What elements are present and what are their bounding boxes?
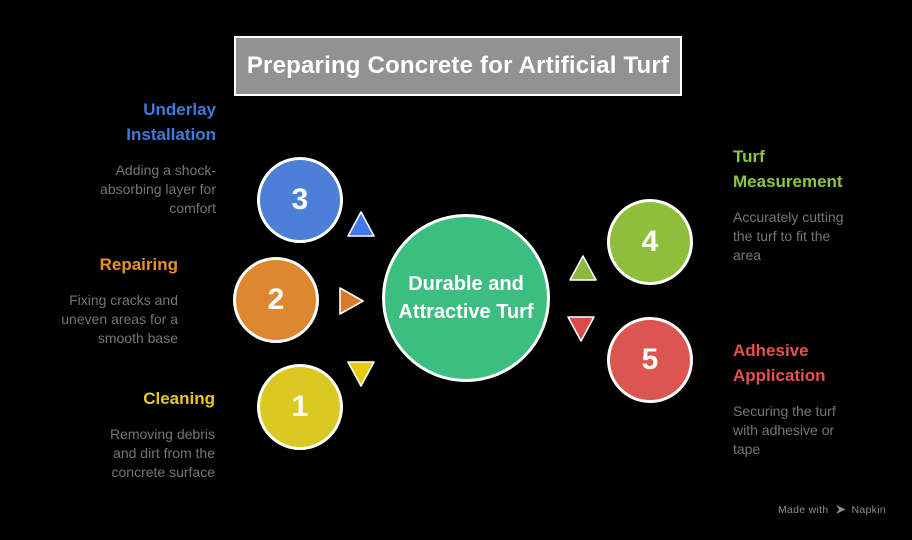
step-repairing-description: Fixing cracks and uneven areas for a smo… xyxy=(61,292,178,346)
step-circle-2: 2 xyxy=(233,257,319,343)
hub-circle: Durable and Attractive Turf xyxy=(382,214,550,382)
arrow-down-icon xyxy=(347,361,375,387)
step-turf-measurement-text: Turf Measurement Accurately cutting the … xyxy=(733,144,851,265)
step-circle-1: 1 xyxy=(257,364,343,450)
step-underlay-heading: Underlay Installation xyxy=(126,100,216,144)
step-adhesive-heading: Adhesive Application xyxy=(733,341,826,385)
step-cleaning-heading: Cleaning xyxy=(143,389,215,408)
title-bar: Preparing Concrete for Artificial Turf xyxy=(234,36,682,96)
step-turf-measurement-heading: Turf Measurement xyxy=(733,147,843,191)
step-number-2: 2 xyxy=(267,283,285,316)
arrow-up-icon xyxy=(569,255,597,281)
arrow-up-icon xyxy=(347,211,375,237)
step-cleaning-description: Removing debris and dirt from the concre… xyxy=(109,426,215,480)
step-cleaning-text: Cleaning Removing debris and dirt from t… xyxy=(89,386,215,482)
step-number-1: 1 xyxy=(291,390,309,423)
step-circle-5: 5 xyxy=(607,317,693,403)
arrow-down-icon xyxy=(567,316,595,342)
pen-nib-icon xyxy=(835,504,846,515)
step-underlay-description: Adding a shock-absorbing layer for comfo… xyxy=(100,162,216,216)
step-adhesive-text: Adhesive Application Securing the turf w… xyxy=(733,338,853,459)
napkin-credit: Made with Napkin xyxy=(778,503,886,516)
step-repairing-heading: Repairing xyxy=(99,255,178,274)
step-circle-3: 3 xyxy=(257,157,343,243)
page-title: Preparing Concrete for Artificial Turf xyxy=(246,52,670,79)
made-with-label: Made with xyxy=(777,503,829,516)
step-number-5: 5 xyxy=(641,343,659,376)
step-number-3: 3 xyxy=(291,183,309,216)
brand-label: Napkin xyxy=(851,503,886,516)
arrow-right-icon xyxy=(339,287,364,315)
hub-label: Durable and Attractive Turf xyxy=(398,273,534,323)
step-number-4: 4 xyxy=(641,225,659,258)
step-turf-measurement-description: Accurately cutting the turf to fit the a… xyxy=(733,209,844,263)
step-adhesive-description: Securing the turf with adhesive or tape xyxy=(733,403,836,457)
step-underlay-text: Underlay Installation Adding a shock-abs… xyxy=(81,97,216,218)
step-circle-4: 4 xyxy=(607,199,693,285)
step-repairing-text: Repairing Fixing cracks and uneven areas… xyxy=(48,252,178,348)
